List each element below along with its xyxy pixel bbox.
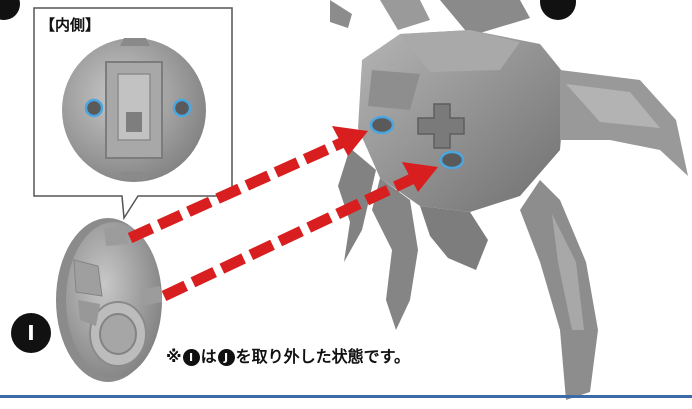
note-text-mid: は xyxy=(200,347,217,366)
body-peg-hole-lower xyxy=(439,150,465,170)
part-i-disc xyxy=(56,218,162,382)
callout-box xyxy=(33,7,233,221)
part-label-badge xyxy=(11,313,51,353)
part-label-letter: I xyxy=(27,321,35,345)
callout-title: 【内側】 xyxy=(40,16,101,34)
note-part-b-badge: J xyxy=(217,349,235,366)
part-inner-view xyxy=(62,38,206,182)
bottom-divider xyxy=(0,395,692,398)
robot-body xyxy=(330,0,688,400)
part-label: I xyxy=(10,312,52,354)
note-part-a-badge: I xyxy=(182,349,200,366)
inner-peg-hole-right xyxy=(172,98,192,118)
note-text-end: を取り外した状態です。 xyxy=(235,347,410,366)
step-circle-right xyxy=(540,0,576,20)
body-peg-hole-upper xyxy=(369,115,395,135)
note-prefix: ※ xyxy=(166,347,182,366)
arrow-upper xyxy=(127,126,368,244)
arrow-lower xyxy=(161,162,438,301)
inner-peg-hole-left xyxy=(84,98,104,118)
step-circle-left xyxy=(0,0,20,20)
